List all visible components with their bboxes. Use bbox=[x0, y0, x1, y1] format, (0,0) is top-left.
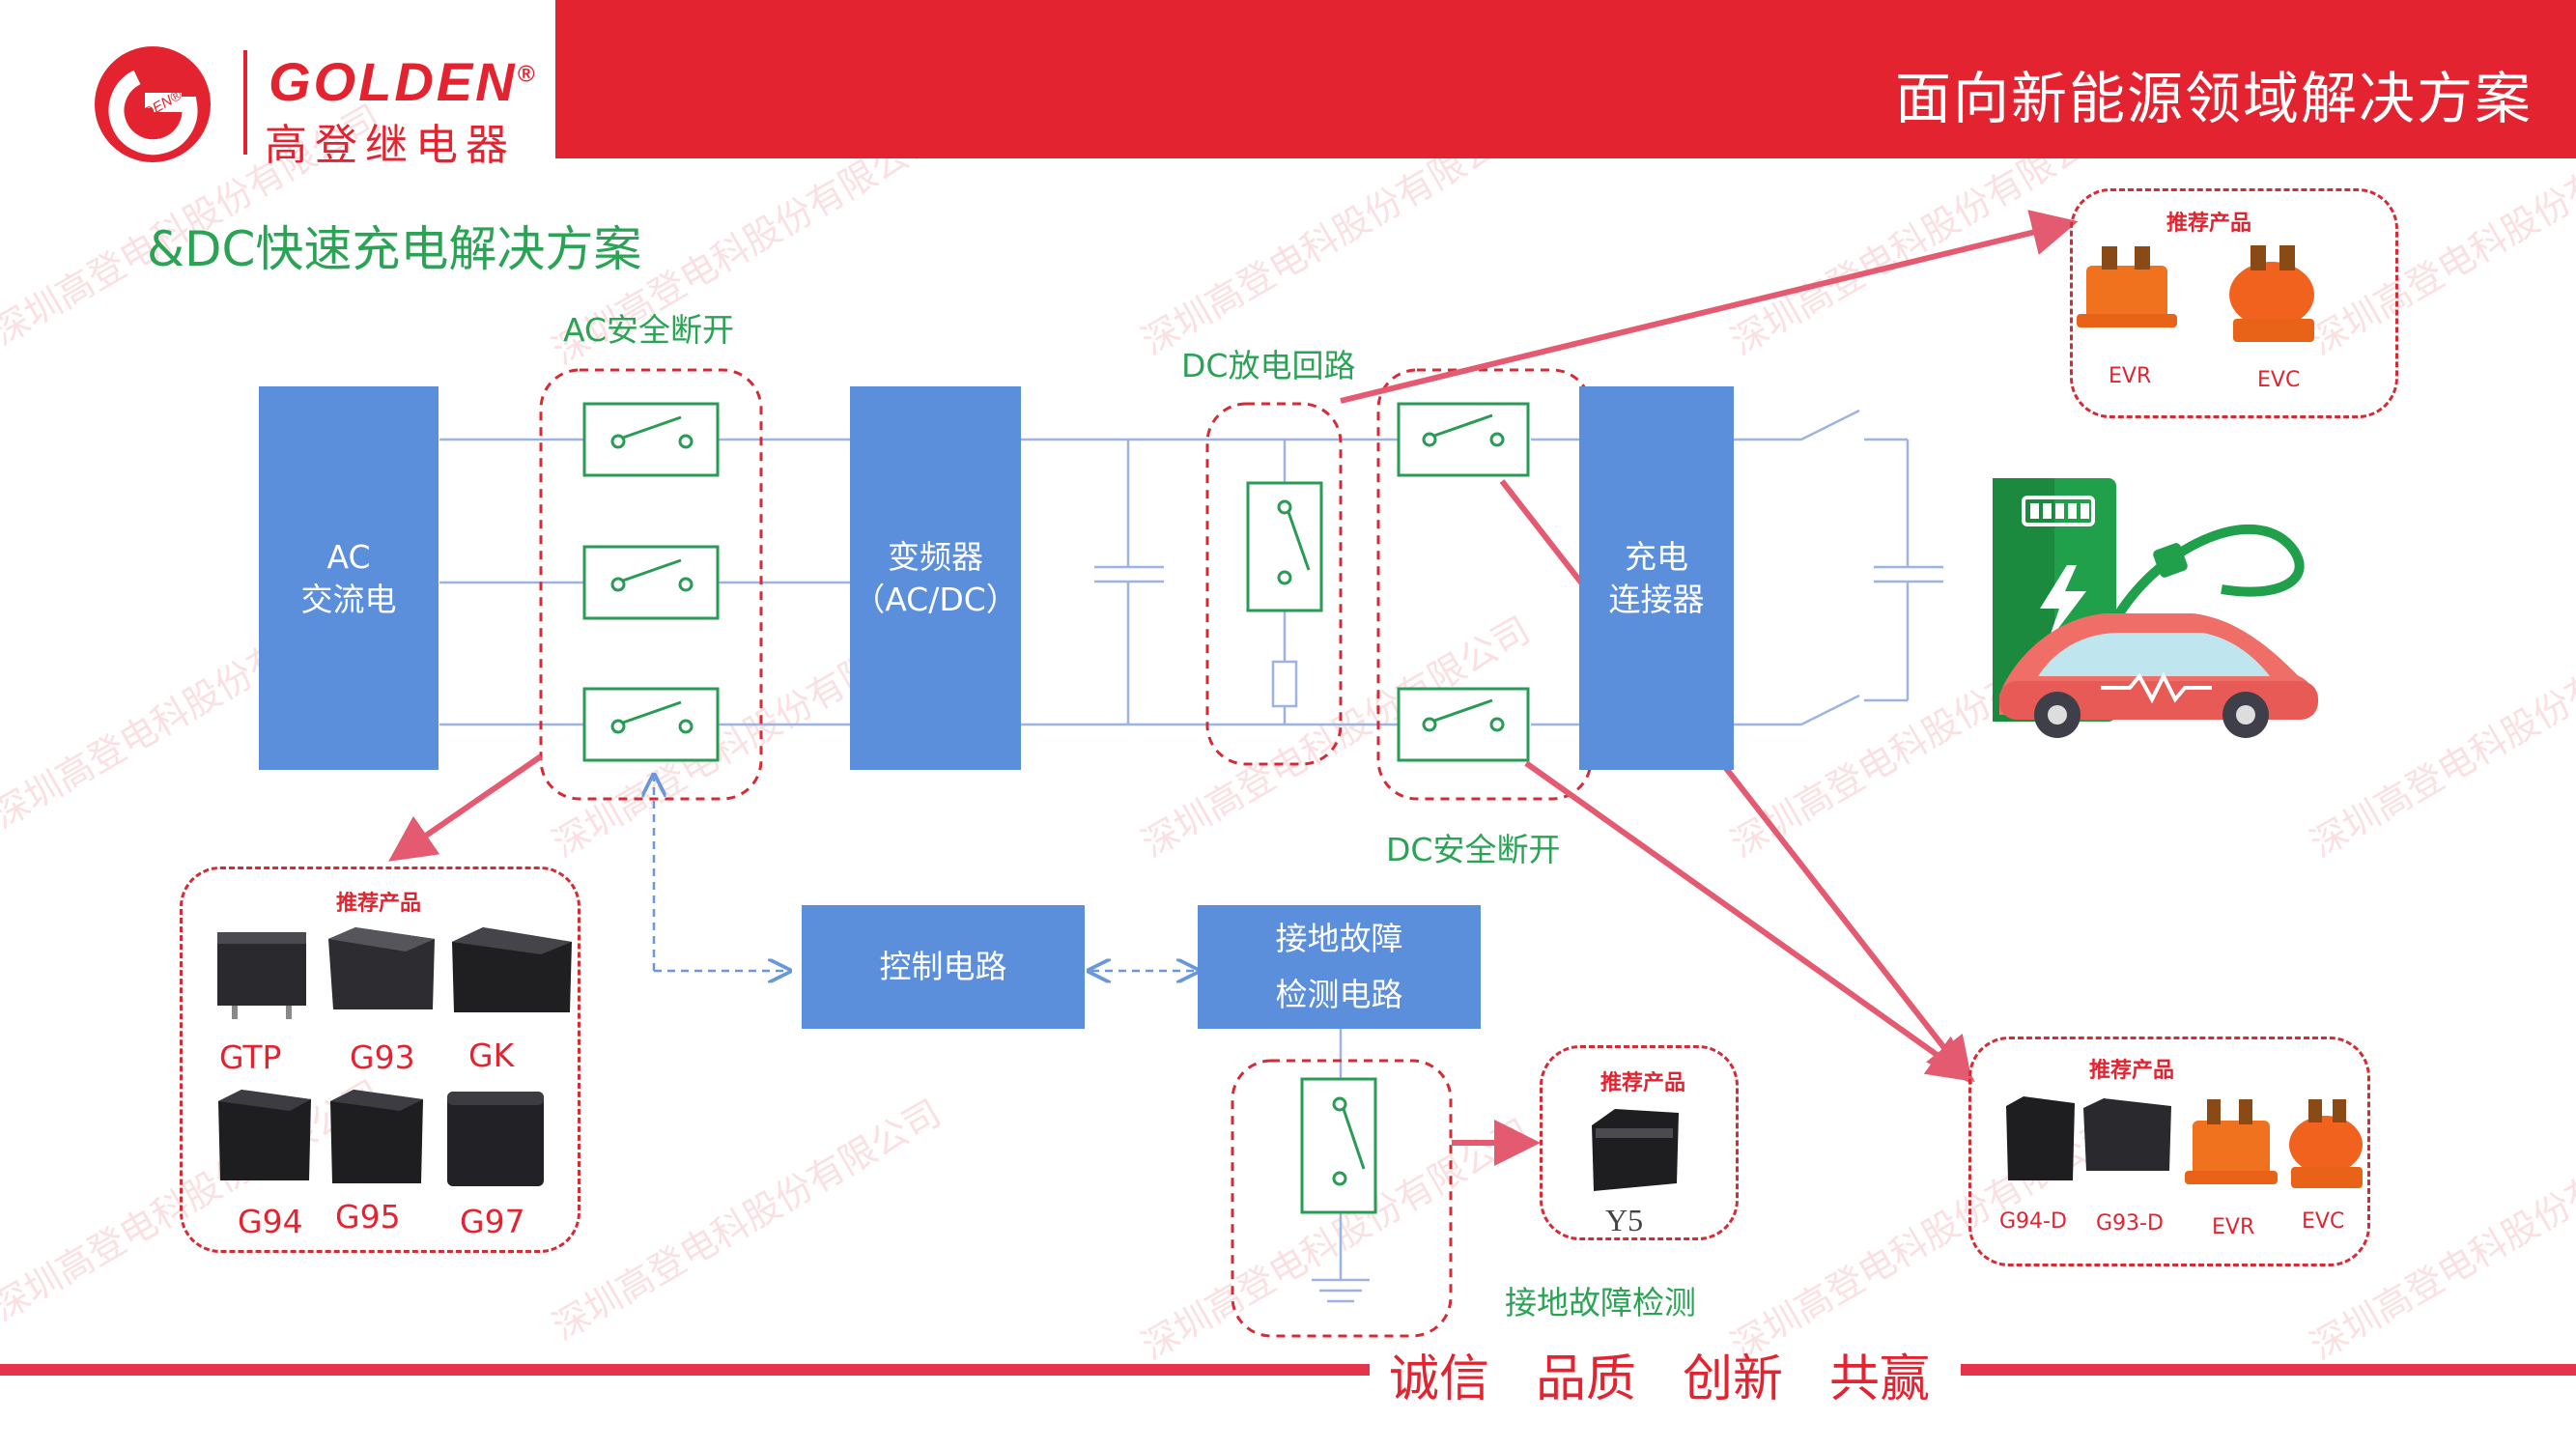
brand-name-cn: 高登继电器 bbox=[265, 121, 516, 170]
golden-logo-icon: OLDEN® bbox=[95, 46, 211, 162]
label-dc-discharge: DC放电回路 bbox=[1181, 347, 1356, 384]
recommend-title: 推荐产品 bbox=[1600, 1071, 1686, 1095]
control-circuit-block: 控制电路 bbox=[802, 905, 1085, 1029]
relay-g93d-icon bbox=[2083, 1098, 2171, 1171]
recommend-title: 推荐产品 bbox=[336, 892, 422, 916]
product-name: G94-D bbox=[1999, 1209, 2067, 1234]
label-ac-safety: AC安全断开 bbox=[563, 311, 735, 349]
footer-line-right bbox=[1961, 1364, 2576, 1376]
slogan: 诚信品质创新共赢 bbox=[1389, 1350, 1931, 1408]
relay-gk-icon bbox=[452, 927, 572, 1012]
recommend-box-dc-bottom bbox=[1968, 1037, 2370, 1266]
dashed-group bbox=[539, 368, 1593, 1338]
product-name: GTP bbox=[219, 1038, 282, 1076]
recommend-title: 推荐产品 bbox=[2089, 1059, 2175, 1083]
relay-evr-icon bbox=[2185, 1099, 2278, 1184]
ac-switch bbox=[582, 402, 720, 762]
relay-y5-icon bbox=[1592, 1109, 1679, 1191]
product-name: GK bbox=[468, 1037, 515, 1074]
relay-g94-icon bbox=[218, 1090, 311, 1180]
inverter-block: 变频器（AC/DC） bbox=[850, 386, 1021, 770]
page-title: &DC快速充电解决方案 bbox=[147, 221, 642, 277]
product-name: G94 bbox=[238, 1203, 303, 1240]
relay-g93-icon bbox=[328, 927, 435, 1009]
footer-line-left bbox=[0, 1364, 1370, 1376]
relay-g97-icon bbox=[447, 1092, 544, 1186]
label-ground-fault-detect: 接地故障检测 bbox=[1505, 1284, 1696, 1321]
product-name: EVR bbox=[2212, 1215, 2255, 1239]
product-name: G95 bbox=[335, 1198, 401, 1236]
recommend-box-ac bbox=[180, 867, 580, 1253]
relay-evr-icon bbox=[2077, 246, 2177, 327]
product-name: EVC bbox=[2257, 368, 2301, 392]
relay-g94d-icon bbox=[2006, 1096, 2075, 1180]
relay-gtp-icon bbox=[217, 932, 306, 1019]
header-title: 面向新能源领域解决方案 bbox=[1894, 66, 2533, 131]
product-name: G93 bbox=[350, 1038, 415, 1076]
label-dc-safety: DC安全断开 bbox=[1386, 831, 1561, 868]
charge-connector-block: 充电连接器 bbox=[1579, 386, 1734, 770]
control-link bbox=[654, 778, 1196, 971]
recommend-box-dc-top bbox=[2070, 188, 2398, 418]
dc-switch bbox=[1246, 402, 1530, 1214]
brand-name: GOLDEN® bbox=[269, 51, 538, 112]
recommend-title: 推荐产品 bbox=[2166, 212, 2252, 236]
relay-g95-icon bbox=[330, 1090, 423, 1183]
ground-fault-block: 接地故障检测电路 bbox=[1198, 905, 1481, 1029]
recommend-box-ground-fault bbox=[1540, 1045, 1739, 1240]
product-name: EVR bbox=[2109, 364, 2152, 388]
logo-separator bbox=[243, 50, 247, 155]
relay-evc-icon bbox=[2229, 245, 2314, 342]
product-name: G93-D bbox=[2096, 1211, 2164, 1236]
product-name: Y5 bbox=[1605, 1203, 1644, 1237]
header-bar bbox=[555, 0, 2576, 158]
ev-charging-icon bbox=[1993, 478, 2318, 738]
product-name: EVC bbox=[2302, 1209, 2345, 1234]
wire bbox=[439, 409, 1943, 1303]
product-name: G97 bbox=[460, 1203, 525, 1240]
relay-evc-icon bbox=[2289, 1099, 2363, 1188]
